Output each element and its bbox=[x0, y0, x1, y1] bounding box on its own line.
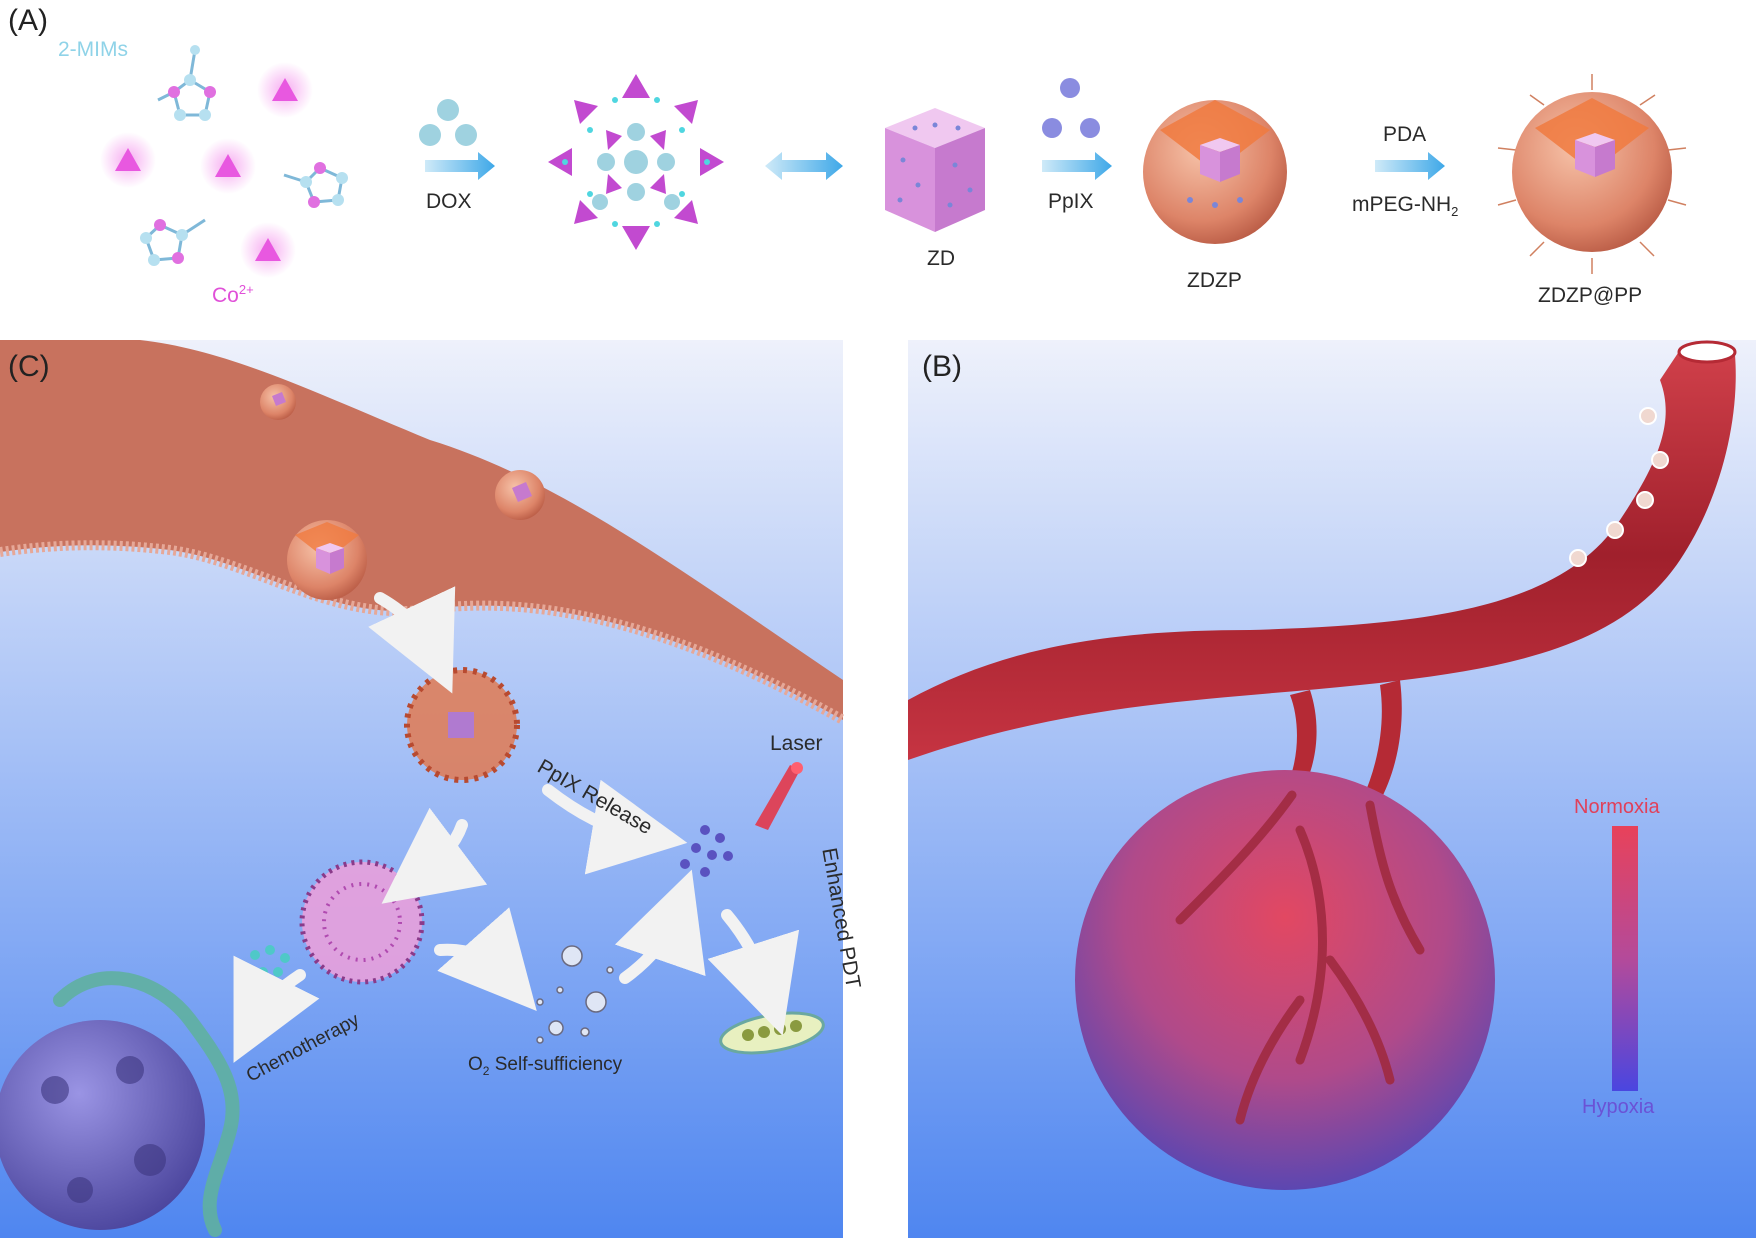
o2-self-sufficiency-label: O2 Self-sufficiency bbox=[468, 1054, 622, 1078]
o2-label-suffix: Self-sufficiency bbox=[489, 1054, 623, 1075]
cell-membrane-lower-edge bbox=[0, 540, 846, 725]
panel-c-label: (C) bbox=[8, 350, 50, 383]
hypoxia-label: Hypoxia bbox=[1582, 1096, 1655, 1118]
dox-molecules-icon bbox=[419, 99, 477, 146]
mpeg-label-base: mPEG-NH bbox=[1352, 193, 1452, 216]
ppix-label: PpIX bbox=[1048, 190, 1094, 213]
laser-icon bbox=[755, 762, 803, 830]
oxygen-scale-bar bbox=[1612, 826, 1638, 1091]
arrow-o2-icon bbox=[434, 907, 537, 1011]
arrow-to-degradation-icon bbox=[368, 586, 456, 694]
degrading-particle-icon bbox=[404, 667, 520, 783]
zdzp-label: ZDZP bbox=[1187, 269, 1242, 292]
imidazole-atoms-icon bbox=[140, 45, 348, 266]
panel-b-graphics bbox=[908, 340, 1737, 1190]
zdzp-pp-sphere-icon bbox=[1497, 74, 1687, 274]
pda-label: PDA bbox=[1383, 123, 1427, 146]
cobalt-label-charge: 2+ bbox=[238, 282, 254, 297]
ppix-molecules-icon bbox=[1042, 78, 1100, 138]
normoxia-label: Normoxia bbox=[1574, 796, 1660, 818]
zd-cube-icon bbox=[885, 108, 985, 232]
cobalt-label-base: Co bbox=[212, 284, 239, 307]
cell-nucleus-icon bbox=[0, 1020, 205, 1230]
endoplasmic-reticulum-icon bbox=[53, 971, 240, 1237]
o2-label-base: O bbox=[468, 1054, 483, 1075]
arrow-ppix-icon bbox=[1042, 152, 1112, 180]
vessel-branch-left bbox=[1285, 690, 1317, 795]
mims-label: 2-MIMs bbox=[58, 38, 128, 61]
cobalt-fragment-icon bbox=[299, 859, 425, 985]
mpeg-label-sub: 2 bbox=[1451, 204, 1459, 220]
tumor-icon bbox=[1075, 770, 1495, 1190]
vessel-branch-right bbox=[1362, 680, 1402, 805]
arrow-chemotherapy-icon bbox=[233, 955, 320, 1063]
panel-a-graphics bbox=[100, 45, 1687, 278]
zdzp-pp-label: ZDZP@PP bbox=[1538, 284, 1643, 307]
membrane-nanoparticle-icon bbox=[260, 384, 545, 600]
cobalt-ion-icon bbox=[100, 62, 313, 278]
arrow-pdt-to-mito-icon bbox=[707, 909, 800, 1036]
vessel-nanoparticle-icon bbox=[1569, 407, 1669, 567]
double-arrow-icon bbox=[765, 152, 843, 180]
cobalt-label: Co2+ bbox=[212, 282, 254, 308]
blood-vessel bbox=[908, 350, 1736, 760]
zif-framework-icon bbox=[548, 74, 724, 250]
tumor-vasculature-icon bbox=[1175, 790, 1425, 1125]
arrow-dox-icon bbox=[425, 152, 495, 180]
o2-label-sub: 2 bbox=[482, 1063, 490, 1078]
flow-arrows bbox=[233, 586, 800, 1063]
arrow-ppix-release-icon bbox=[542, 779, 688, 875]
zd-label: ZD bbox=[927, 247, 955, 270]
panel-a-label: (A) bbox=[8, 4, 48, 37]
arrow-o2-to-pdt-icon bbox=[614, 869, 706, 984]
laser-label: Laser bbox=[770, 732, 823, 755]
arrow-to-fragment-icon bbox=[381, 807, 488, 904]
zdzp-sphere-icon bbox=[1143, 100, 1287, 244]
mpeg-label: mPEG-NH2 bbox=[1352, 193, 1458, 219]
dox-label: DOX bbox=[426, 190, 472, 213]
arrow-pda-icon bbox=[1375, 152, 1445, 180]
panel-b-label: (B) bbox=[922, 350, 962, 383]
oxygen-bubbles-icon bbox=[520, 945, 614, 1044]
panel-c-graphics bbox=[0, 340, 846, 1237]
